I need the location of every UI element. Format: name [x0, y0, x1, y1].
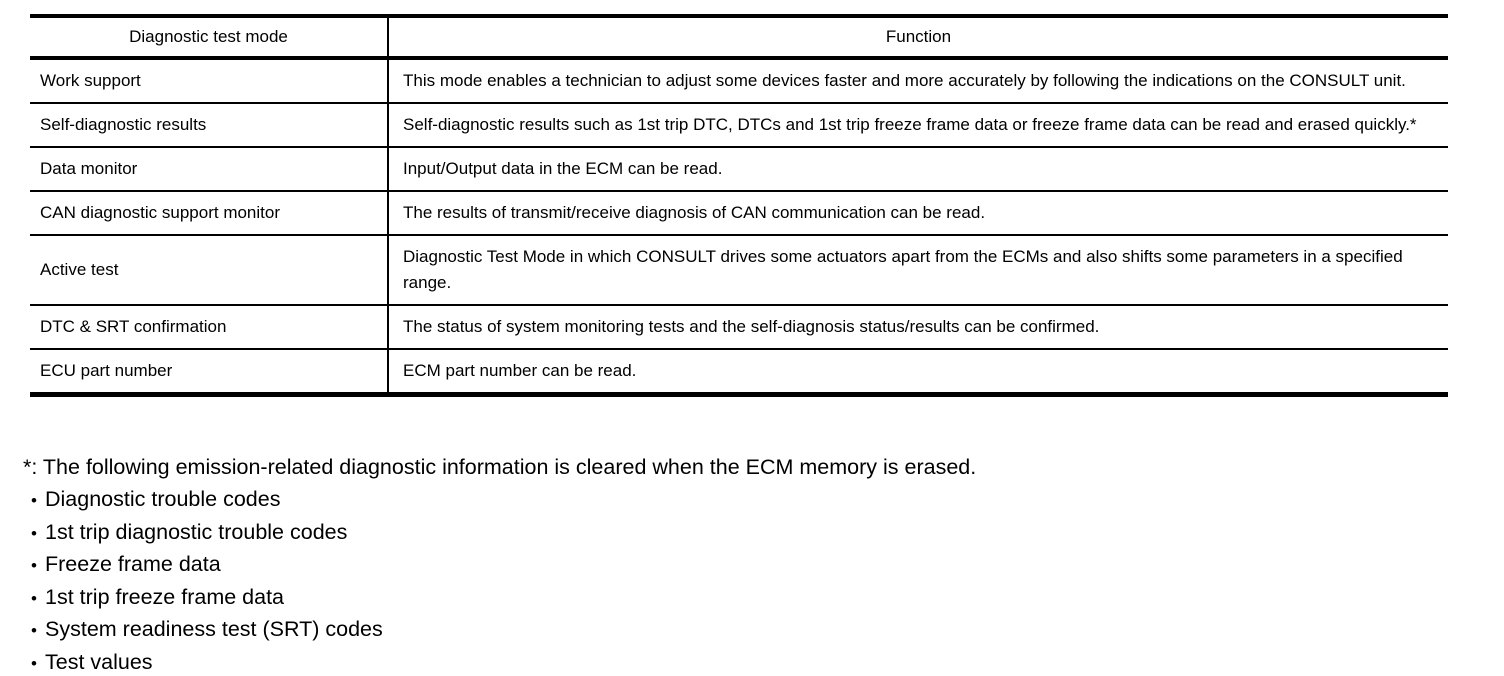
list-item: • 1st trip diagnostic trouble codes	[23, 517, 1483, 550]
bullet-icon: •	[31, 491, 37, 510]
table-row: Data monitor Input/Output data in the EC…	[30, 147, 1448, 192]
table-header: Diagnostic test mode Function	[30, 16, 1448, 60]
list-item: • Diagnostic trouble codes	[23, 484, 1483, 517]
mode-cell: Active test	[30, 235, 389, 306]
list-item: • Freeze frame data	[23, 549, 1483, 582]
header-diagnostic-test-mode: Diagnostic test mode	[30, 16, 389, 60]
list-item-label: Test values	[45, 649, 153, 674]
list-item-label: System readiness test (SRT) codes	[45, 617, 383, 641]
table-row: Work support This mode enables a technic…	[30, 58, 1448, 104]
function-cell: Diagnostic Test Mode in which CONSULT dr…	[388, 235, 1448, 306]
bullet-icon: •	[31, 588, 37, 608]
mode-cell: Self-diagnostic results	[30, 103, 389, 148]
footnote-note: *: The following emission-related diagno…	[23, 455, 977, 479]
mode-cell: CAN diagnostic support monitor	[30, 191, 389, 236]
footnote-list: • Diagnostic trouble codes • 1st trip di…	[23, 484, 1483, 676]
list-item-label: 1st trip diagnostic trouble codes	[45, 519, 348, 544]
mode-cell: Work support	[30, 58, 389, 104]
table-row: Active test Diagnostic Test Mode in whic…	[30, 235, 1448, 306]
bullet-icon: •	[31, 653, 37, 673]
table-row: CAN diagnostic support monitor The resul…	[30, 191, 1448, 236]
function-cell: Self-diagnostic results such as 1st trip…	[388, 103, 1448, 148]
list-item: • System readiness test (SRT) codes	[23, 614, 1483, 647]
table-row: ECU part number ECM part number can be r…	[30, 349, 1448, 396]
footnote: *: The following emission-related diagno…	[23, 452, 1483, 676]
function-cell: This mode enables a technician to adjust…	[388, 58, 1448, 104]
header-row: Diagnostic test mode Function	[30, 16, 1448, 60]
table-row: DTC & SRT confirmation The status of sys…	[30, 305, 1448, 350]
bullet-icon: •	[31, 523, 37, 543]
table-body: Work support This mode enables a technic…	[30, 58, 1448, 396]
list-item: • Test values	[23, 647, 1483, 676]
mode-cell: DTC & SRT confirmation	[30, 305, 389, 350]
list-item: • 1st trip freeze frame data	[23, 582, 1483, 615]
bullet-icon: •	[31, 621, 37, 640]
function-cell: The status of system monitoring tests an…	[388, 305, 1448, 350]
list-item-label: 1st trip freeze frame data	[45, 584, 284, 609]
function-cell: Input/Output data in the ECM can be read…	[388, 147, 1448, 192]
mode-cell: Data monitor	[30, 147, 389, 192]
mode-cell: ECU part number	[30, 349, 389, 396]
list-item-label: Freeze frame data	[45, 552, 221, 576]
function-cell: ECM part number can be read.	[388, 349, 1448, 396]
function-cell: The results of transmit/receive diagnosi…	[388, 191, 1448, 236]
bullet-icon: •	[31, 556, 37, 575]
diagnostic-test-mode-table: Diagnostic test mode Function Work suppo…	[30, 14, 1448, 397]
table-row: Self-diagnostic results Self-diagnostic …	[30, 103, 1448, 148]
header-function: Function	[388, 16, 1448, 60]
list-item-label: Diagnostic trouble codes	[45, 487, 281, 511]
